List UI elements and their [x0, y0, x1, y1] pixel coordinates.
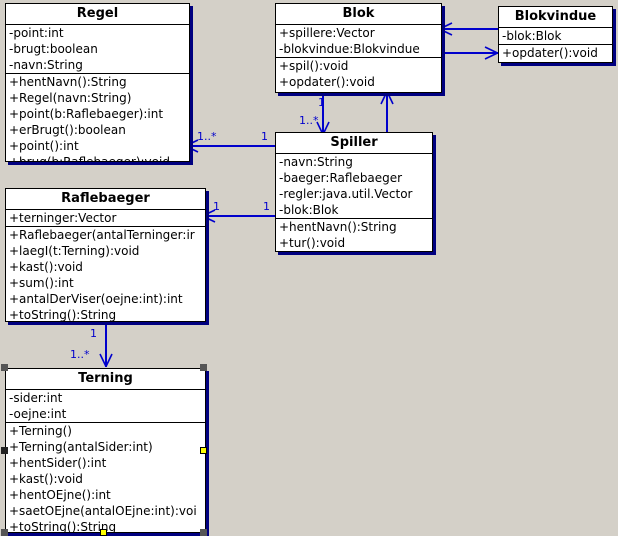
attributes-compartment-terning: -sider:int -oejne:int	[6, 390, 205, 423]
class-title-regel: Regel	[6, 4, 189, 25]
class-attribute: +terninger:Vector	[9, 211, 117, 225]
class-operation: +point():int	[9, 139, 79, 153]
connector-raflebaeger-terning[interactable]	[105, 322, 107, 367]
class-operation: +laegI(t:Terning):void	[9, 244, 140, 258]
class-operation: +hentOEjne():int	[9, 488, 111, 502]
uml-class-blok[interactable]: Blok +spillere:Vector -blokvindue:Blokvi…	[275, 3, 442, 93]
class-operation: +kast():void	[9, 472, 83, 486]
class-operation: +opdater():void	[502, 46, 598, 60]
class-operation: +toString():String	[9, 308, 117, 322]
class-operation: +opdater():void	[279, 75, 375, 89]
arrowhead-spiller-blok	[379, 90, 395, 106]
class-title-blok: Blok	[276, 4, 441, 25]
class-operation: +antalDerViser(oejne:int):int	[9, 292, 183, 306]
class-title-terning: Terning	[6, 369, 205, 390]
class-operation: +sum():int	[9, 276, 74, 290]
selection-handle-top-left[interactable]	[1, 364, 8, 371]
class-attribute: -point:int	[9, 26, 64, 40]
attributes-compartment-raflebaeger: +terninger:Vector	[6, 210, 205, 227]
arrowhead-blok-blokvindue	[483, 45, 499, 61]
attributes-compartment-regel: -point:int -brugt:boolean -navn:String	[6, 25, 189, 74]
selection-handle-top-right[interactable]	[200, 364, 207, 371]
class-operation: +hentNavn():String	[279, 220, 397, 234]
class-attribute: -navn:String	[279, 155, 353, 169]
connector-blok-blokvindue[interactable]	[444, 52, 498, 54]
uml-class-blokvindue[interactable]: Blokvindue -blok:Blok +opdater():void	[498, 6, 613, 63]
class-operation: +tur():void	[279, 236, 346, 250]
multiplicity-blok-spiller-target: 1..*	[299, 114, 319, 127]
uml-class-terning[interactable]: Terning -sider:int -oejne:int +Terning()…	[5, 368, 206, 533]
operations-compartment-blokvindue: +opdater():void	[499, 45, 612, 61]
multiplicity-raflebaeger-end: 1	[213, 200, 220, 213]
class-attribute: -blok:Blok	[502, 29, 562, 43]
selection-handle-middle-right[interactable]	[200, 447, 207, 454]
class-attribute: -sider:int	[9, 391, 63, 405]
multiplicity-regel-end: 1..*	[197, 130, 217, 143]
uml-class-raflebaeger[interactable]: Raflebaeger +terninger:Vector +Raflebaeg…	[5, 188, 206, 322]
uml-class-regel[interactable]: Regel -point:int -brugt:boolean -navn:St…	[5, 3, 190, 162]
multiplicity-raflebaeger-terning-source: 1	[90, 327, 97, 340]
class-attribute: -blok:Blok	[279, 203, 339, 217]
operations-compartment-terning: +Terning() +Terning(antalSider:int) +hen…	[6, 423, 205, 533]
connector-blok-spiller[interactable]	[322, 92, 324, 134]
class-operation: +saetOEjne(antalOEjne:int):voi	[9, 504, 197, 518]
class-operation: +hentSider():int	[9, 456, 107, 470]
class-operation: +brug(b:Raflebaeger):void	[9, 155, 170, 162]
class-attribute: -blokvindue:Blokvindue	[279, 42, 420, 56]
arrowhead-raflebaeger-terning	[98, 352, 114, 368]
operations-compartment-regel: +hentNavn():String +Regel(navn:String) +…	[6, 74, 189, 162]
class-attribute: -oejne:int	[9, 407, 67, 421]
selection-handle-bottom-left[interactable]	[1, 529, 8, 536]
class-title-spiller: Spiller	[276, 133, 432, 154]
class-operation: +Terning()	[9, 424, 72, 438]
uml-class-spiller[interactable]: Spiller -navn:String -baeger:Raflebaeger…	[275, 132, 433, 252]
class-title-blokvindue: Blokvindue	[499, 7, 612, 28]
class-attribute: -baeger:Raflebaeger	[279, 171, 403, 185]
selection-handle-bottom-right[interactable]	[200, 529, 207, 536]
class-operation: +spil():void	[279, 59, 349, 73]
class-attribute: -brugt:boolean	[9, 42, 98, 56]
class-operation: +point(b:Raflebaeger):int	[9, 107, 164, 121]
connector-spiller-blok[interactable]	[386, 93, 388, 134]
class-title-raflebaeger: Raflebaeger	[6, 189, 205, 210]
connector-spiller-raflebaeger[interactable]	[207, 215, 276, 217]
multiplicity-raflebaeger-terning-target: 1..*	[70, 348, 90, 361]
class-attribute: +spillere:Vector	[279, 26, 375, 40]
attributes-compartment-spiller: -navn:String -baeger:Raflebaeger -regler…	[276, 154, 432, 219]
attributes-compartment-blok: +spillere:Vector -blokvindue:Blokvindue	[276, 25, 441, 58]
multiplicity-spiller-regel-end: 1	[261, 130, 268, 143]
selection-handle-middle-left[interactable]	[1, 447, 8, 454]
class-operation: +Regel(navn:String)	[9, 91, 132, 105]
class-attribute: -regler:java.util.Vector	[279, 187, 413, 201]
connector-spiller-regel[interactable]	[190, 145, 276, 147]
operations-compartment-raflebaeger: +Raflebaeger(antalTerninger:ir +laegI(t:…	[6, 227, 205, 322]
class-operation: +hentNavn():String	[9, 75, 127, 89]
selection-handle-bottom-center[interactable]	[100, 529, 107, 536]
class-attribute: -navn:String	[9, 58, 83, 72]
class-operation: +Terning(antalSider:int)	[9, 440, 153, 454]
class-operation: +kast():void	[9, 260, 83, 274]
operations-compartment-spiller: +hentNavn():String +tur():void	[276, 219, 432, 251]
multiplicity-blok-spiller-source: 1	[318, 96, 325, 109]
class-operation: +Raflebaeger(antalTerninger:ir	[9, 228, 195, 242]
attributes-compartment-blokvindue: -blok:Blok	[499, 28, 612, 45]
operations-compartment-blok: +spil():void +opdater():void	[276, 58, 441, 90]
multiplicity-spiller-raflebaeger-end: 1	[263, 200, 270, 213]
class-operation: +toString():String	[9, 520, 117, 533]
class-operation: +erBrugt():boolean	[9, 123, 126, 137]
connector-blokvindue-blok[interactable]	[444, 28, 498, 30]
